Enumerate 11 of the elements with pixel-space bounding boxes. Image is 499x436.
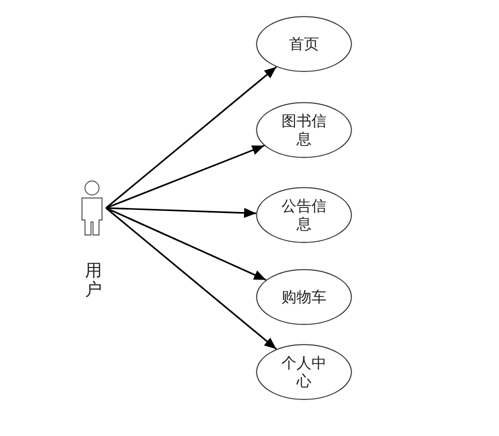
arrow — [106, 66, 277, 209]
arrow — [106, 207, 256, 218]
actor-label: 用户 — [85, 262, 102, 300]
arrow — [106, 207, 277, 350]
arrow — [106, 207, 266, 281]
use-case-label: 公告信息 — [280, 197, 328, 233]
use-case-label: 首页 — [288, 35, 320, 53]
use-case-label: 个人中心 — [280, 354, 328, 390]
use-case-label: 购物车 — [280, 288, 328, 306]
arrow — [106, 144, 265, 209]
use-case-label: 图书信息 — [280, 112, 328, 148]
